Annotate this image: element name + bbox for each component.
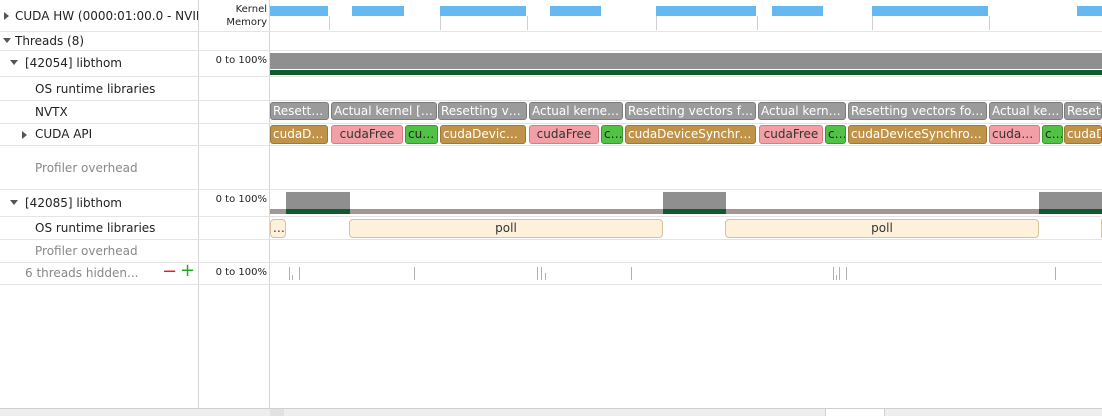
kernel-bar[interactable] [352,6,404,16]
kernel-bar[interactable] [1077,6,1102,16]
kernel-bar[interactable] [656,6,756,16]
cuda-api-call[interactable]: cudaFr... [989,125,1040,144]
collapse-arrow-icon[interactable] [10,60,18,65]
kernel-bar[interactable] [872,6,988,16]
profiler-overhead-2-label: Profiler overhead [35,244,138,258]
memory-label: Memory [226,17,267,28]
cpu-utilization-bar [663,192,726,209]
row-thread-42054[interactable]: [42054] libthom 0 to 100% [0,51,1102,77]
kernel-bar[interactable] [772,6,823,16]
collapse-arrow-icon[interactable] [3,38,11,43]
cuda-hw-label: CUDA HW (0000:01:00.0 - NVIDIA [15,9,198,23]
row-labels-pane [0,0,199,408]
kernel-label: Kernel [235,4,267,15]
hide-thread-button[interactable]: − [162,261,178,282]
row-cuda-hw[interactable]: CUDA HW (0000:01:00.0 - NVIDIA Kernel Me… [0,0,1102,32]
kernel-bar[interactable] [440,6,526,16]
cuda-api-call[interactable]: cud... [405,125,438,144]
row-nvtx[interactable]: NVTX [0,101,1102,124]
cpu-utilization-bar [270,53,1102,69]
poll-call[interactable]: poll [725,219,1039,238]
row-thread-42085[interactable]: [42085] libthom 0 to 100% [0,190,1102,217]
row-os-runtime[interactable]: OS runtime libraries [0,77,1102,101]
nvtx-range[interactable]: Actual kernel [... [758,102,846,120]
cuda-api-call[interactable]: cudaDev... [270,125,328,144]
expand-arrow-icon[interactable] [4,12,9,20]
row-threads[interactable]: Threads (8) [0,32,1102,51]
nvtx-range[interactable]: Resettin... [270,102,329,120]
cuda-api-call[interactable]: cudaDeviceS... [440,125,526,144]
row-hidden-threads[interactable]: 6 threads hidden... − + 0 to 100% [0,260,1102,285]
poll-call[interactable]: poll [349,219,663,238]
os-runtime-label: OS runtime libraries [35,82,156,96]
cuda-api-call[interactable]: c... [1042,125,1063,144]
cuda-api-call[interactable]: cudaFree [759,125,823,144]
horizontal-scrollbar[interactable] [0,408,1102,416]
cuda-api-call[interactable]: cudaDeviceSynchronize [848,125,987,144]
expand-arrow-icon[interactable] [22,131,27,139]
nvtx-range[interactable]: Resetting vectors for ne... [848,102,987,120]
cuda-api-call[interactable]: cudaFree [529,125,599,144]
row-os-runtime-2[interactable]: OS runtime libraries [0,217,1102,240]
os-runtime-2-label: OS runtime libraries [35,221,156,235]
scale-column [199,0,270,408]
nvtx-range[interactable]: Actual kern... [989,102,1063,120]
thread-42054-scale: 0 to 100% [215,55,267,66]
nvtx-range[interactable]: Resetting vectors for ... [625,102,756,120]
cuda-api-call[interactable]: cudaDeviceSynchroni... [625,125,756,144]
cpu-utilization-bar [286,192,350,209]
hidden-threads-scale: 0 to 100% [215,267,267,278]
row-profiler-overhead[interactable]: Profiler overhead [0,146,1102,190]
cuda-api-call[interactable]: cudaDe [1064,125,1102,144]
cuda-api-call[interactable]: c... [825,125,846,144]
nvtx-range[interactable]: Actual kernel [... [529,102,623,120]
cpu-state-line [270,70,1102,75]
scroll-left-arrow-icon[interactable] [270,409,284,416]
threads-label: Threads (8) [15,34,85,48]
thread-42054-label: [42054] libthom [25,56,122,70]
nvtx-range[interactable]: Reseti [1064,102,1102,120]
row-profiler-overhead-2[interactable]: Profiler overhead [0,240,1102,263]
kernel-bar[interactable] [550,6,601,16]
cuda-api-call[interactable]: c... [601,125,623,144]
thread-42085-label: [42085] libthom [25,196,122,210]
row-cuda-api[interactable]: CUDA API [0,124,1102,146]
nvtx-range[interactable]: Resetting vect... [438,102,527,120]
cuda-api-call[interactable]: cudaFree [331,125,403,144]
show-thread-button[interactable]: + [180,260,196,281]
collapse-arrow-icon[interactable] [10,200,18,205]
scrollbar-thumb[interactable] [825,409,885,416]
kernel-bar[interactable] [270,6,328,16]
hidden-threads-label: 6 threads hidden... [25,266,139,280]
os-runtime-call[interactable]: ... [270,219,286,238]
thread-42085-scale: 0 to 100% [215,194,267,205]
nvtx-range[interactable]: Actual kernel [3,5... [331,102,437,120]
nvtx-label: NVTX [35,105,68,119]
profiler-overhead-label: Profiler overhead [35,161,138,175]
cpu-utilization-bar [1039,192,1102,209]
cuda-api-label: CUDA API [35,127,93,141]
